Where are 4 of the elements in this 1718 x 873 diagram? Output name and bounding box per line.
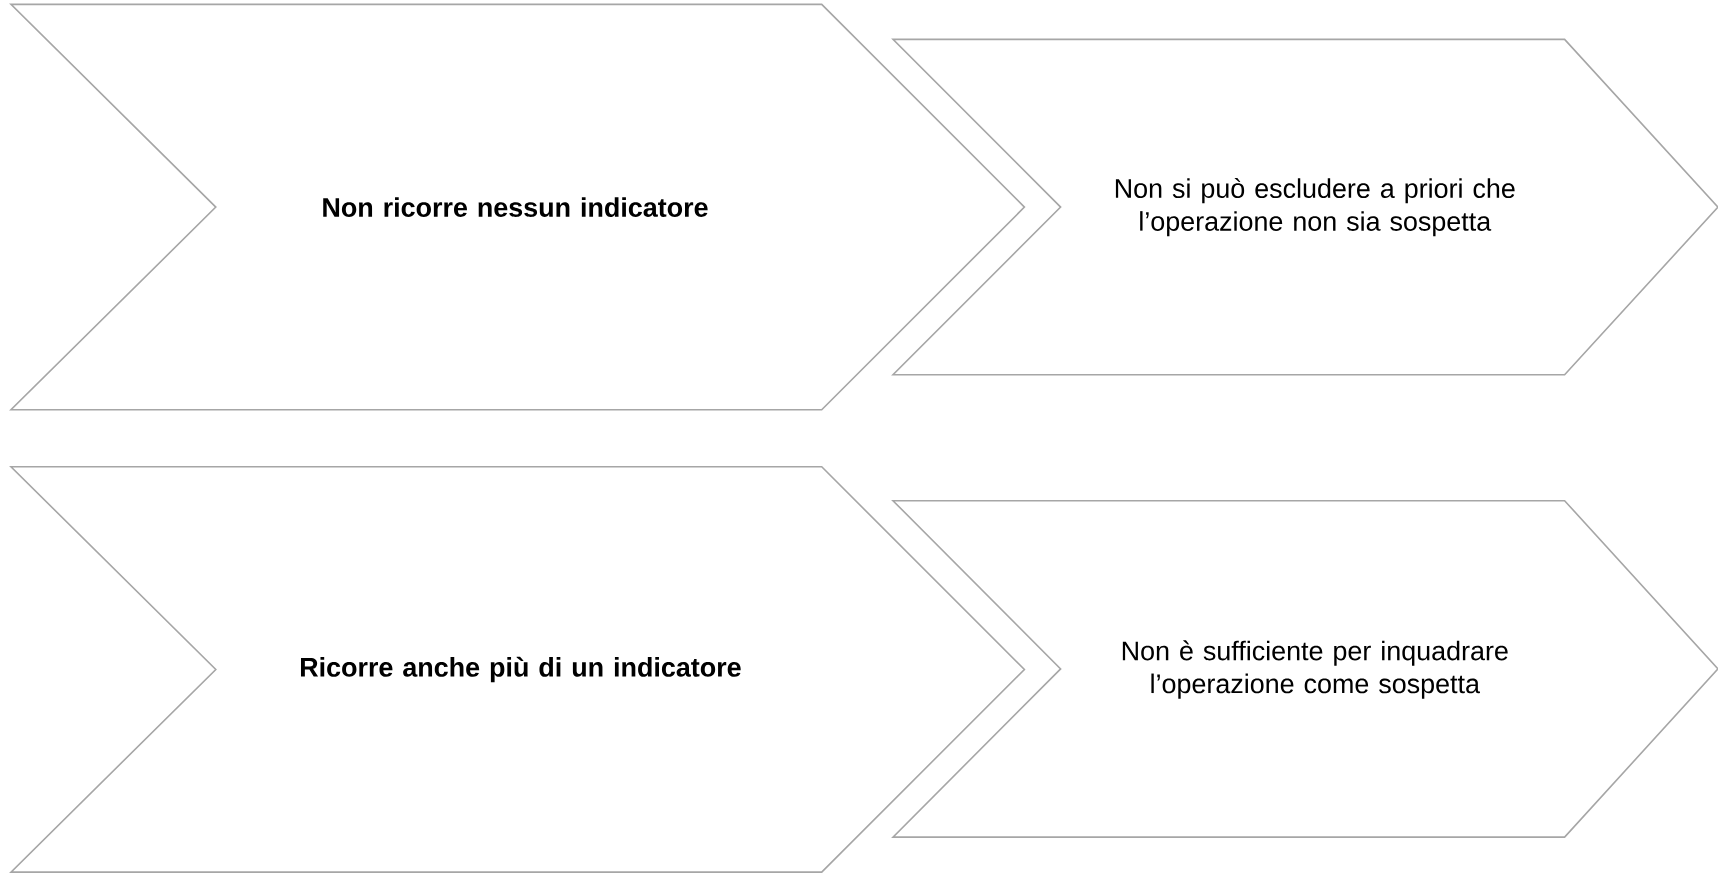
chevron-box: Ricorre anche più di un indicatore xyxy=(9,466,1026,873)
chevron-box: Non è sufficiente per inquadrare l’operazione come sospetta xyxy=(891,499,1718,838)
chevron-box: Non si può escludere a priori che l’operazione non sia sospetta xyxy=(891,38,1718,376)
chevron-box: Non ricorre nessun indicatore xyxy=(9,3,1026,411)
